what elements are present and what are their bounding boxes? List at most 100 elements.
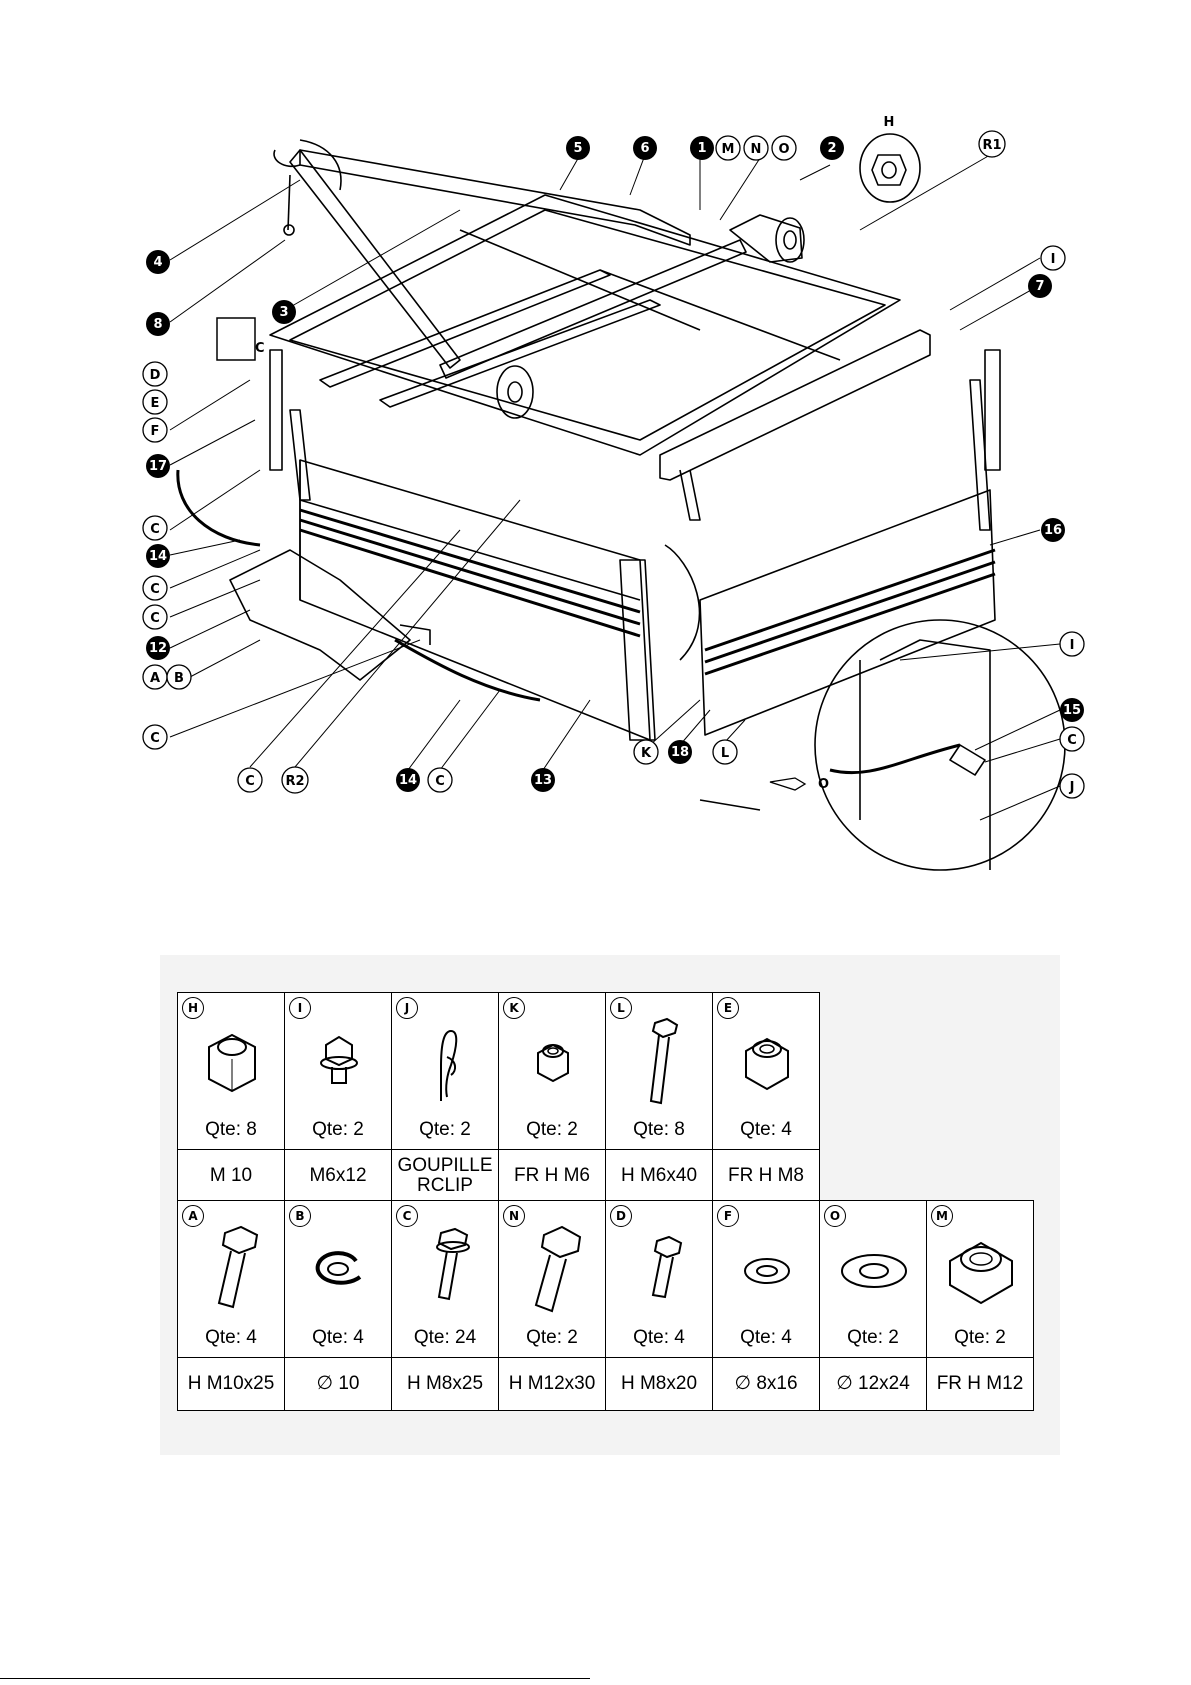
callout-14-a: 14 (146, 544, 170, 568)
callout-7: 7 (1028, 274, 1052, 298)
svg-text:D: D (150, 368, 161, 383)
hardware-spec: H M12x30 (508, 1373, 596, 1394)
callout-C-b: C (142, 575, 168, 601)
svg-text:N: N (751, 142, 762, 157)
svg-text:L: L (721, 746, 729, 761)
hardware-letter: K (503, 997, 525, 1019)
hardware-spec: FR H M6 (514, 1165, 590, 1186)
svg-text:1: 1 (697, 141, 706, 156)
hardware-letter: H (182, 997, 204, 1019)
hardware-letter: M (931, 1205, 953, 1227)
svg-text:C: C (150, 522, 160, 537)
callout-6: 6 (633, 136, 657, 160)
hardware-spec: H M8x20 (620, 1373, 698, 1394)
letter-callouts: M N O R1 I D E F C C C A B C C R2 C K L … (142, 130, 1085, 799)
svg-text:C: C (1067, 733, 1077, 748)
callout-C-e: C (237, 767, 263, 793)
svg-text:C: C (435, 774, 445, 789)
hardware-cell-J: J Qte: 2 GOUPILLE RCLIP (391, 992, 499, 1203)
hardware-qty: Qte: 4 (633, 1327, 685, 1348)
callout-R1: R1 (978, 130, 1006, 158)
callout-K: K (633, 739, 659, 765)
svg-text:O: O (778, 142, 789, 157)
svg-text:14: 14 (149, 549, 167, 564)
hardware-spec: GOUPILLE RCLIP (397, 1155, 493, 1196)
callout-16: 16 (1041, 518, 1065, 542)
hardware-spec: ∅ 12x24 (836, 1373, 910, 1394)
svg-text:K: K (641, 746, 652, 761)
hex-bolt-icon (651, 1235, 683, 1299)
hardware-cell-F: F Qte: 4 ∅ 8x16 (712, 1200, 820, 1411)
lock-nut-icon (949, 1241, 1013, 1305)
hardware-qty: Qte: 24 (413, 1327, 477, 1348)
hex-nut-icon (208, 1033, 256, 1093)
hardware-cell-K: K Qte: 2 FR H M6 (498, 992, 606, 1203)
hardware-qty: Qte: 8 (633, 1119, 685, 1140)
callout-F: F (142, 417, 168, 443)
svg-text:3: 3 (279, 305, 288, 320)
label-H: H (884, 115, 895, 130)
lock-nut-icon (537, 1043, 569, 1083)
callout-R2: R2 (281, 766, 309, 794)
hardware-spec: ∅ 8x16 (734, 1373, 798, 1394)
callout-2: 2 (820, 136, 844, 160)
hardware-cell-B: B Qte: 4 ∅ 10 (284, 1200, 392, 1411)
svg-text:J: J (1069, 780, 1075, 795)
svg-text:14: 14 (399, 773, 417, 788)
svg-text:13: 13 (534, 773, 552, 788)
hardware-spec: ∅ 10 (316, 1373, 360, 1394)
hardware-qty: Qte: 2 (312, 1119, 364, 1140)
r-clip-icon (440, 1030, 458, 1101)
svg-text:A: A (150, 671, 160, 686)
svg-text:R2: R2 (285, 774, 304, 789)
hardware-qty: Qte: 4 (740, 1327, 792, 1348)
hardware-cell-M: M Qte: 2 FR H M12 (926, 1200, 1034, 1411)
flange-bolt-icon (320, 1035, 358, 1084)
hardware-row-2: A Qte: 4 H M10x25 B Qte: 4 ∅ 10 C (177, 1200, 1034, 1411)
hardware-qty: Qte: 4 (740, 1119, 792, 1140)
hex-bolt-icon (534, 1225, 582, 1313)
hardware-spec: FR H M8 (728, 1165, 804, 1186)
svg-text:C: C (150, 611, 160, 626)
callout-15: 15 (1060, 698, 1084, 722)
svg-text:M: M (722, 142, 735, 157)
bolt-inset-box (216, 317, 256, 361)
callout-M: M (715, 135, 741, 161)
hardware-letter: B (289, 1205, 311, 1227)
svg-text:16: 16 (1044, 523, 1062, 538)
svg-text:C: C (245, 774, 255, 789)
callout-B: B (166, 664, 192, 690)
callout-12: 12 (146, 636, 170, 660)
footer-rule (0, 1678, 590, 1679)
svg-text:12: 12 (149, 641, 167, 656)
hardware-cell-L: L Qte: 8 H M6x40 (605, 992, 713, 1203)
hardware-cell-H: H Qte: 8 M 10 (177, 992, 285, 1203)
hardware-letter: C (396, 1205, 418, 1227)
hardware-qty: Qte: 4 (205, 1327, 257, 1348)
hardware-letter: F (717, 1205, 739, 1227)
svg-text:I: I (1051, 252, 1056, 267)
svg-text:17: 17 (149, 459, 167, 474)
svg-text:F: F (151, 424, 160, 439)
hardware-cell-A: A Qte: 4 H M10x25 (177, 1200, 285, 1411)
callout-C-detail: C (1059, 726, 1085, 752)
svg-text:8: 8 (153, 317, 162, 332)
callout-C-f: C (427, 767, 453, 793)
frame-linework (176, 133, 1066, 871)
flat-washer-icon (841, 1254, 907, 1288)
callout-L: L (712, 739, 738, 765)
hardware-letter: D (610, 1205, 632, 1227)
hardware-qty: Qte: 2 (526, 1119, 578, 1140)
svg-text:C: C (150, 582, 160, 597)
flange-bolt-icon (436, 1227, 470, 1301)
hardware-qty: Qte: 8 (205, 1119, 257, 1140)
svg-text:15: 15 (1063, 703, 1081, 718)
long-bolt-icon (649, 1017, 679, 1105)
svg-text:R1: R1 (982, 138, 1001, 153)
hardware-letter: A (182, 1205, 204, 1227)
hardware-cell-C: C Qte: 24 H M8x25 (391, 1200, 499, 1411)
label-O-arrow: O (818, 777, 829, 792)
leader-lines (169, 154, 1061, 821)
hardware-row-1: H Qte: 8 M 10 I Qte: 2 M6x12 J (177, 992, 820, 1203)
hardware-spec: H M10x25 (187, 1373, 275, 1394)
